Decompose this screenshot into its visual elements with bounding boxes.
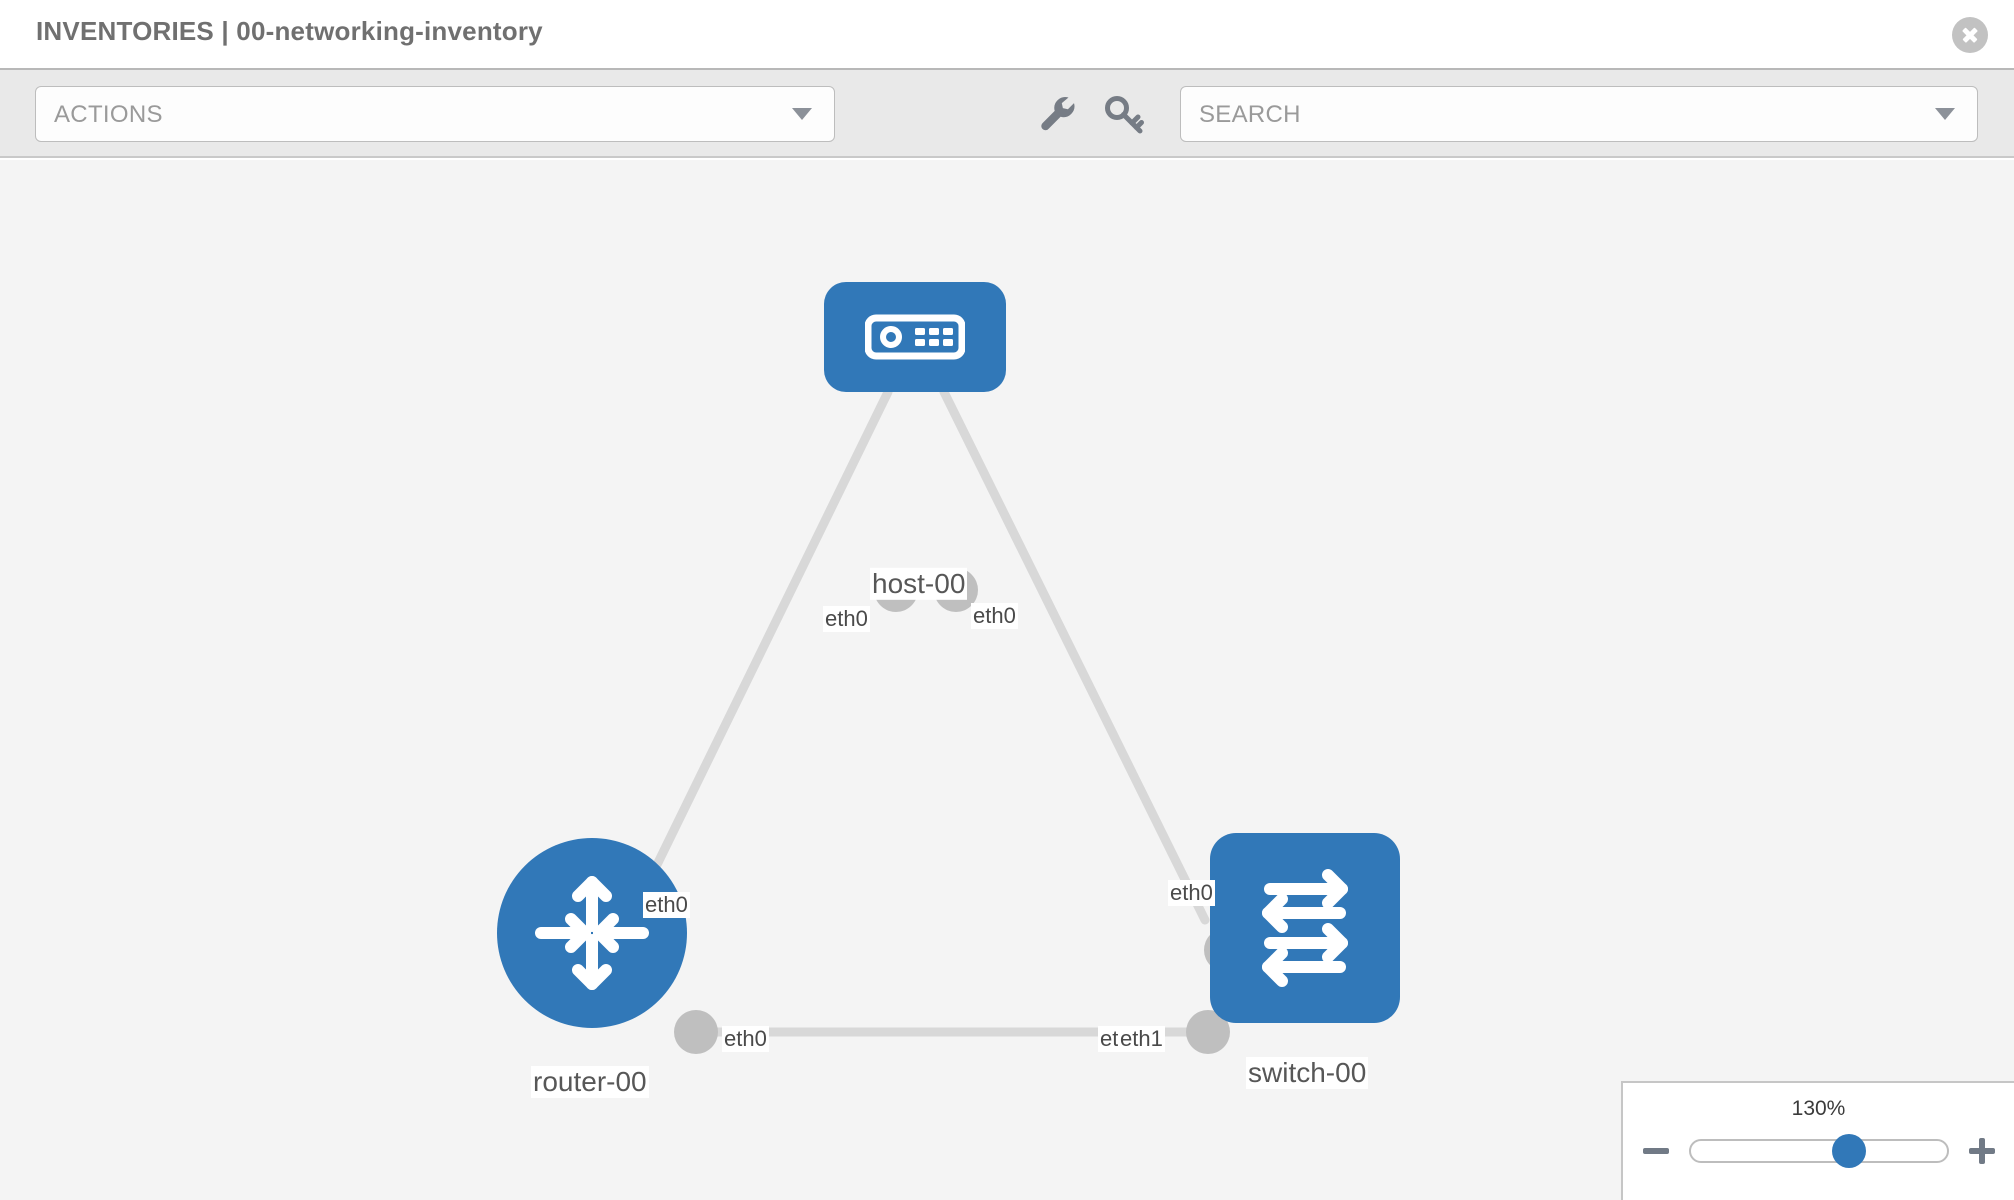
edge-label-router-host-port: eth0 xyxy=(643,892,690,919)
search-placeholder: SEARCH xyxy=(1199,101,1301,128)
zoom-slider-thumb[interactable] xyxy=(1832,1134,1867,1168)
page-title: INVENTORIES | 00-networking-inventory xyxy=(36,16,543,46)
edge-host-switch xyxy=(939,387,1210,925)
node-host-00-label: host-00 xyxy=(870,567,968,600)
zoom-slider[interactable] xyxy=(1688,1134,1949,1168)
edge-label-switch-router-port: eth1 xyxy=(1118,1026,1165,1053)
edge-host-router xyxy=(625,387,893,925)
window-header: INVENTORIES | 00-networking-inventory xyxy=(0,0,2014,70)
plus-icon[interactable] xyxy=(1965,1134,1999,1168)
edge-label-switch-host-port: eth0 xyxy=(1168,880,1215,907)
node-switch-00-label: switch-00 xyxy=(1246,1057,1369,1090)
node-router-00-label: router-00 xyxy=(531,1066,649,1099)
edge-label-router-switch-port: eth0 xyxy=(722,1026,769,1053)
node-router-00-shape[interactable] xyxy=(497,838,687,1028)
actions-dropdown[interactable]: ACTIONS xyxy=(35,86,835,142)
chevron-down-icon xyxy=(1935,108,1955,120)
server-icon xyxy=(865,314,965,360)
zoom-slider-row xyxy=(1623,1131,2014,1171)
port-connector xyxy=(674,1010,718,1054)
chevron-down-icon xyxy=(792,108,812,120)
minus-icon[interactable] xyxy=(1639,1134,1673,1168)
topology-canvas[interactable]: host-00 router-00 xyxy=(0,160,2014,1200)
actions-dropdown-label: ACTIONS xyxy=(54,101,163,128)
close-icon[interactable] xyxy=(1952,17,1988,53)
key-icon[interactable] xyxy=(1098,88,1150,140)
node-switch-00-shape[interactable] xyxy=(1210,833,1400,1023)
toolbar: ACTIONS SEARCH xyxy=(0,70,2014,158)
edge-label-host-router-port: eth0 xyxy=(823,606,870,633)
router-arrows-icon xyxy=(535,876,649,990)
node-host-00-shape[interactable] xyxy=(824,282,1006,392)
topology-edges xyxy=(625,387,1210,1037)
zoom-level-value: 130% xyxy=(1791,1097,1846,1120)
edge-label-host-switch-port: eth0 xyxy=(971,603,1018,630)
search-input[interactable]: SEARCH xyxy=(1180,86,1978,142)
zoom-control-panel: 130% xyxy=(1621,1081,2014,1200)
wrench-icon[interactable] xyxy=(1032,88,1084,140)
switch-arrows-icon xyxy=(1262,869,1348,987)
